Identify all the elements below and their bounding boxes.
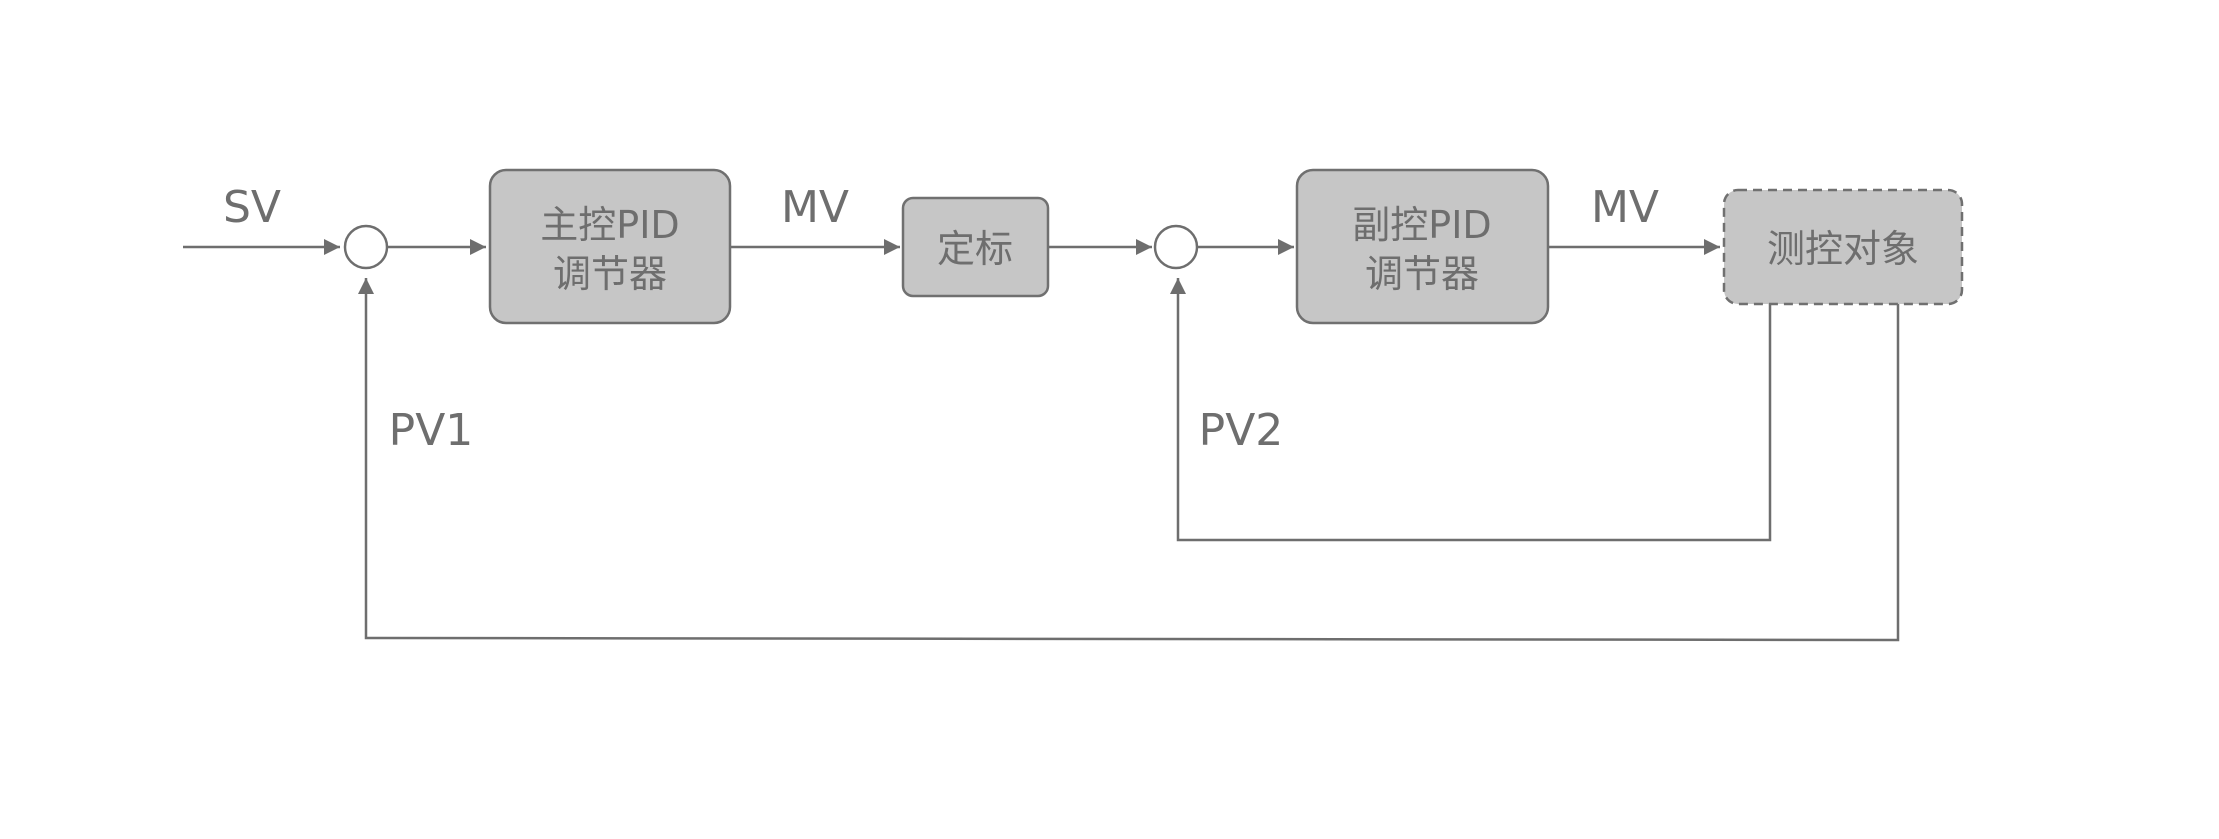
signal-label-pv2: PV2	[1199, 405, 1284, 456]
main-pid-block: 主控PID 调节器	[488, 168, 732, 325]
main-pid-label-line1: 主控PID	[540, 203, 679, 247]
feedback-pv1-path	[358, 278, 1900, 642]
signal-label-mv1: MV	[781, 182, 849, 233]
feedback-pv2-path	[1170, 278, 1772, 542]
summing-junction-1	[343, 224, 389, 270]
signal-label-pv1: PV1	[389, 405, 474, 456]
main-pid-label-line2: 调节器	[553, 252, 667, 296]
secondary-pid-block: 副控PID 调节器	[1295, 168, 1550, 325]
signal-label-sv: SV	[223, 182, 281, 233]
summing-junction-2	[1153, 224, 1199, 270]
plant-label: 测控对象	[1767, 227, 1919, 271]
secondary-pid-label-line1: 副控PID	[1352, 203, 1491, 247]
secondary-pid-label-line2: 调节器	[1365, 252, 1479, 296]
plant-block: 测控对象	[1722, 188, 1964, 306]
scaling-block: 定标	[901, 196, 1050, 298]
scaling-label: 定标	[937, 227, 1013, 271]
signal-label-mv2: MV	[1591, 182, 1659, 233]
